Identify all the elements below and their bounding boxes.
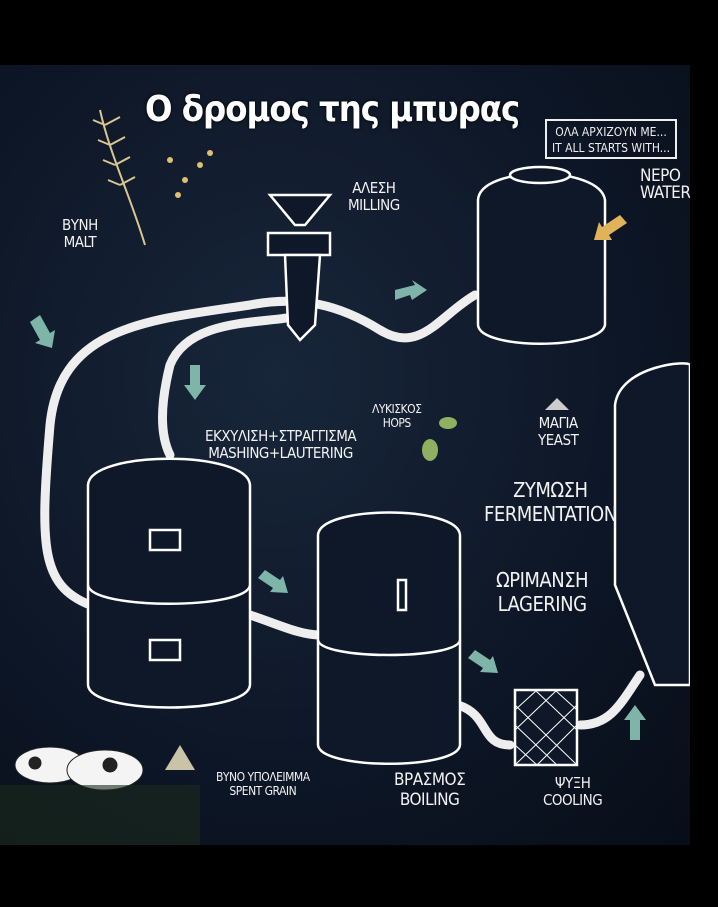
arrow-icon xyxy=(258,570,288,593)
arrow-icon xyxy=(468,650,498,673)
label-gr: ΖΥΜΩΣΗ xyxy=(513,478,588,502)
kettle-to-cooler-pipe xyxy=(453,700,515,750)
label-en: WATER xyxy=(640,183,690,203)
label-en: MASHING+LAUTERING xyxy=(208,444,353,462)
arrow-icon xyxy=(594,215,627,240)
cows-icon xyxy=(14,746,144,791)
label-en: COOLING xyxy=(543,791,603,809)
fermenter xyxy=(613,362,690,687)
mash-to-kettle-pipe xyxy=(245,610,325,640)
water-tank xyxy=(476,165,607,345)
pipes xyxy=(40,290,645,750)
wheat-icon xyxy=(92,109,146,246)
flow-arrows xyxy=(30,215,646,740)
label-gr: ΩΡΙΜΑΝΣΗ xyxy=(496,568,589,592)
label-en: HOPS xyxy=(382,416,411,430)
arrow-icon xyxy=(395,280,427,300)
water-pipe xyxy=(40,290,480,610)
mill-hopper xyxy=(266,193,333,342)
label-gr: ΑΛΕΣΗ xyxy=(352,179,396,197)
brewing-illustration xyxy=(0,109,690,845)
spent-grain-pile-icon xyxy=(165,745,195,770)
label-gr: ΨΥΞΗ xyxy=(554,774,591,792)
label-gr: ΝΕΡΟ xyxy=(640,166,681,186)
label-gr: ΒΡΑΣΜΟΣ xyxy=(394,770,466,790)
cooler-to-fermenter-pipe xyxy=(575,670,645,730)
brew-kettle xyxy=(316,511,462,765)
arrow-icon xyxy=(184,365,206,400)
label-en: BOILING xyxy=(399,790,460,810)
intro-en: IT ALL STARTS WITH... xyxy=(551,141,671,155)
label-gr: ΛΥΚΙΣΚΟΣ xyxy=(372,402,422,416)
label-gr: ΒΥΝΗ xyxy=(62,216,98,234)
label-en: FERMENTATION xyxy=(484,502,617,526)
page-title: Ο δρομος της μπυρας xyxy=(145,89,520,130)
cooler xyxy=(513,688,579,767)
label-gr: ΒΥΝΟ ΥΠΟΛΕΙΜΜΑ xyxy=(216,770,310,784)
mash-inlet-pipe xyxy=(158,310,305,460)
arrow-icon xyxy=(624,705,646,740)
arrow-icon xyxy=(30,315,55,348)
intro-box: ΟΛΑ ΑΡΧΙΖΟΥΝ ΜΕ... IT ALL STARTS WITH... xyxy=(545,119,677,159)
grass xyxy=(0,785,200,845)
label-en: SPENT GRAIN xyxy=(229,784,297,798)
label-gr: ΜΑΓΙΑ xyxy=(538,414,579,432)
label-en: MALT xyxy=(63,233,97,251)
label-en: LAGERING xyxy=(497,592,587,616)
label-gr: ΕΚΧΥΛΙΣΗ+ΣΤΡΑΓΓΙΣΜΑ xyxy=(205,427,357,445)
intro-gr: ΟΛΑ ΑΡΧΙΖΟΥΝ ΜΕ... xyxy=(555,125,667,139)
hops-icon xyxy=(422,417,457,461)
yeast-pile-icon xyxy=(545,398,569,410)
label-en: YEAST xyxy=(538,431,579,449)
grain-icons xyxy=(167,150,213,198)
chalkboard-diagram: Ο δρομος της μπυρας ΟΛΑ ΑΡΧΙΖΟΥΝ ΜΕ... I… xyxy=(0,65,690,845)
mash-tun xyxy=(86,457,252,709)
label-en: MILLING xyxy=(348,196,400,214)
